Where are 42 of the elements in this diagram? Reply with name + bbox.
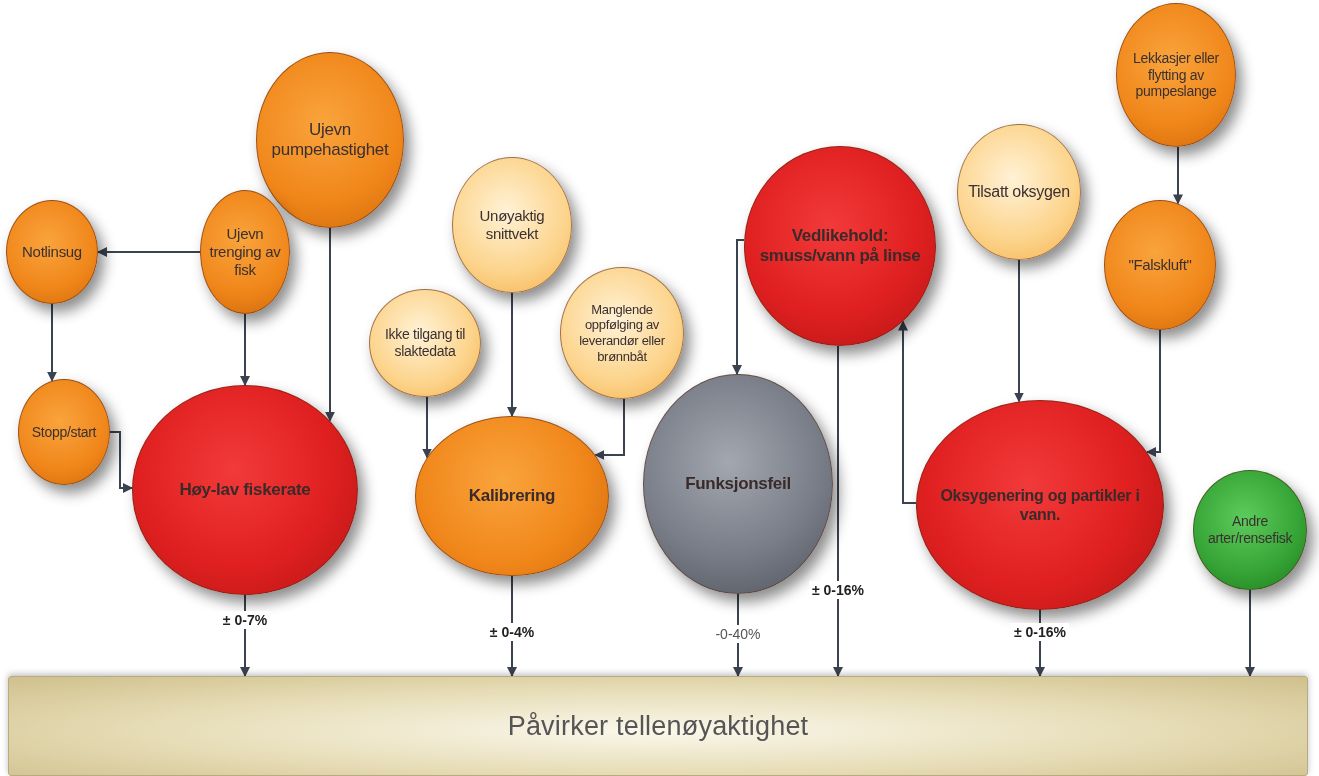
cause-circle	[200, 190, 290, 314]
cause-circle	[1104, 200, 1216, 330]
arrow	[109, 431, 133, 493]
arrow	[732, 239, 746, 375]
result-bar	[8, 676, 1308, 776]
cause-label: Funksjonsfeil	[684, 473, 792, 495]
cause-label: Kalibrering	[467, 485, 557, 507]
cause-label: Vedlikehold: smuss/vann på linse	[758, 225, 922, 267]
arrow	[833, 345, 843, 677]
result-text: Påvirker tellenøyaktighet	[507, 710, 809, 742]
cause-circle	[18, 379, 110, 485]
arrow	[507, 292, 517, 417]
arrow	[47, 303, 57, 382]
arrow	[1014, 259, 1024, 403]
arrow	[97, 247, 201, 257]
cause-circle	[6, 200, 98, 304]
cause-circle	[560, 267, 684, 399]
arrow	[325, 227, 335, 422]
edge-label: ± 0-16%	[809, 581, 867, 599]
edge-label: ± 0-16%	[1011, 623, 1069, 641]
cause-label: Andre arter/rensefisk	[1206, 513, 1294, 547]
arrow	[1245, 589, 1255, 677]
cause-label: Tilsatt oksygen	[967, 182, 1071, 202]
arrow	[240, 313, 250, 386]
arrow	[1173, 146, 1183, 205]
cause-label: Manglende oppfølging av leverandør eller brønnbåt	[578, 301, 666, 365]
cause-label: "Falskluft"	[1127, 256, 1193, 274]
cause-label: Ikke tilgang til slaktedata	[384, 326, 466, 360]
cause-circle	[415, 416, 609, 576]
cause-label: Unøyaktig snittvekt	[478, 207, 546, 243]
cause-label: Ujevn pumpehastighet	[270, 119, 390, 161]
cause-label: Lekkasjer eller flytting av pumpeslange	[1132, 49, 1220, 101]
cause-label: Ujevn trenging av fisk	[208, 225, 282, 279]
arrow	[898, 320, 917, 504]
cause-label: Notlinsug	[21, 243, 83, 261]
cause-circle	[452, 157, 572, 293]
cause-circle	[1116, 3, 1236, 147]
cause-circle	[1193, 470, 1307, 590]
cause-label: Høy-lav fiskerate	[178, 479, 312, 501]
cause-circle	[369, 289, 481, 397]
cause-label: Stopp/start	[30, 423, 98, 441]
cause-label: Oksygenering og partikler i vann.	[939, 485, 1141, 525]
